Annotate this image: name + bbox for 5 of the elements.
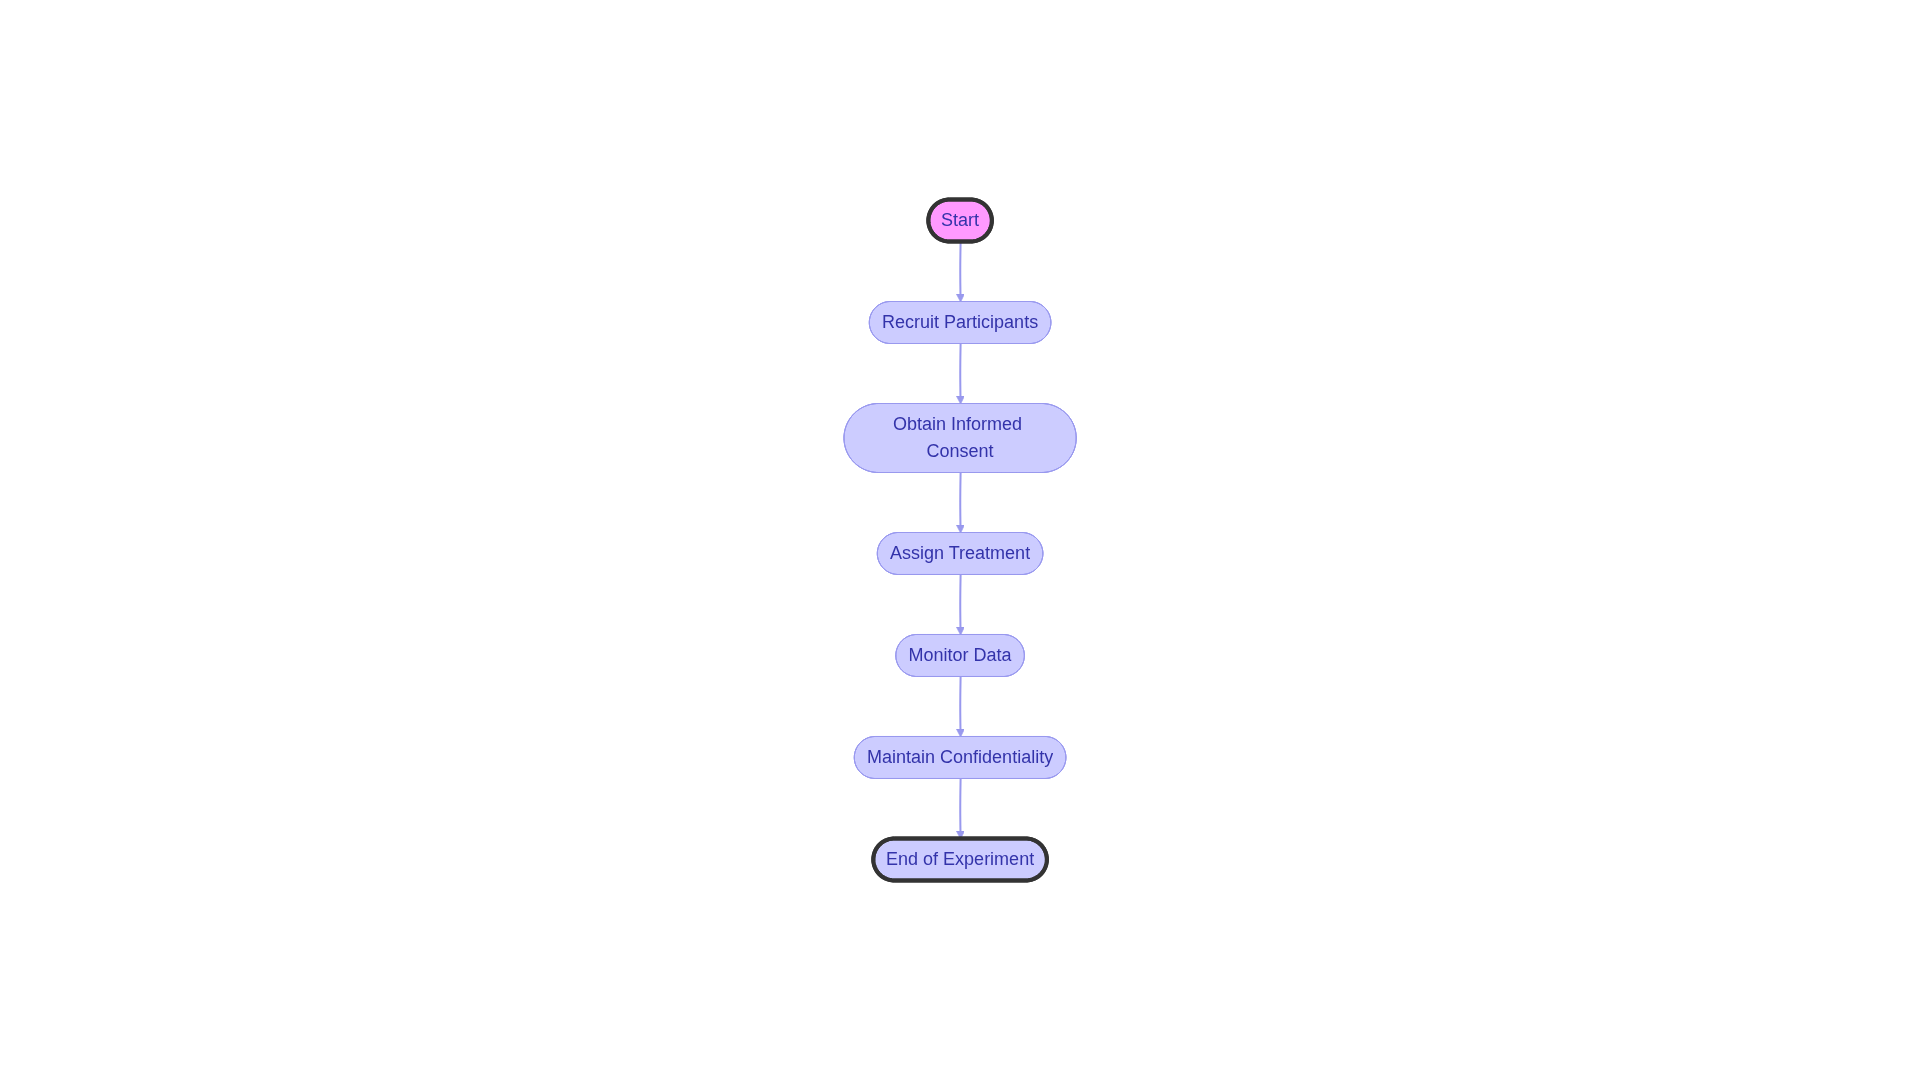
arrow (955, 676, 965, 738)
arrow (955, 241, 965, 303)
arrow (955, 472, 965, 534)
arrow (955, 343, 965, 405)
arrow (955, 574, 965, 636)
